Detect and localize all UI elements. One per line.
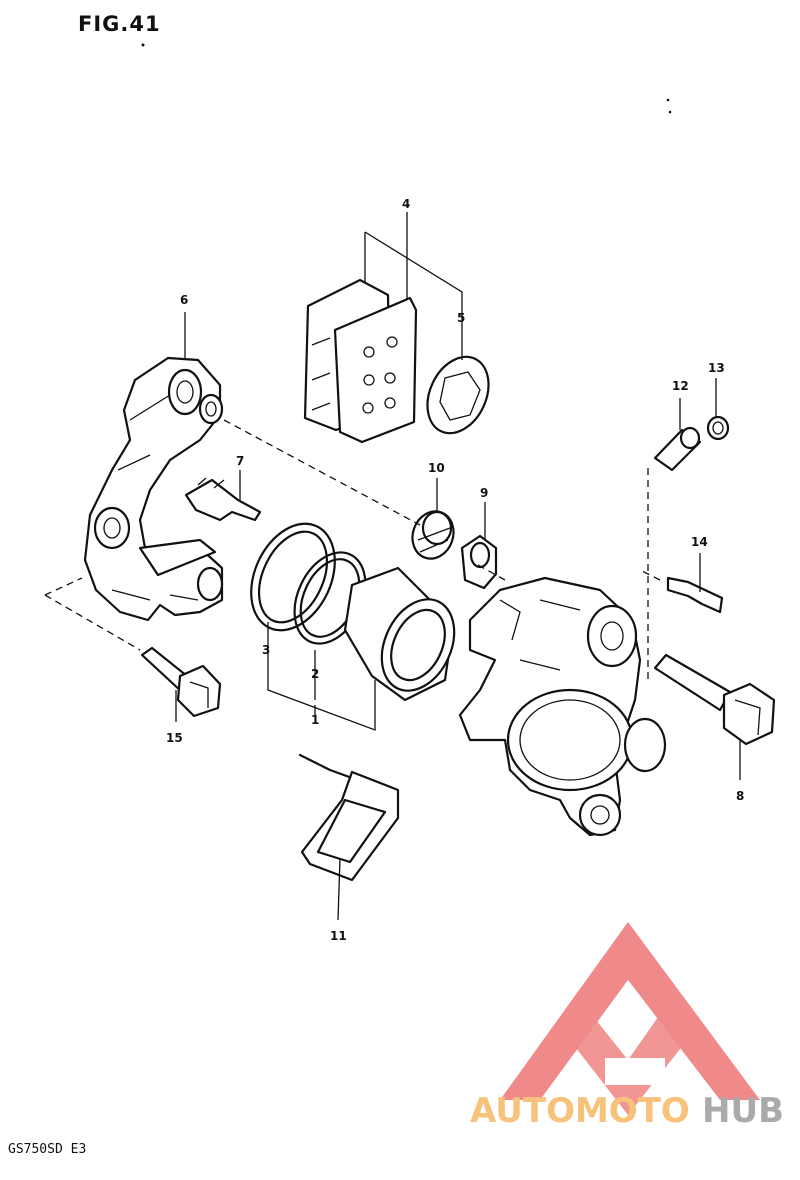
part-label-4: 4 xyxy=(402,197,410,211)
leader-lines xyxy=(44,212,741,921)
figure-title: FIG.41 xyxy=(78,12,161,36)
bleeder-cap-part xyxy=(706,415,730,441)
part-label-14: 14 xyxy=(691,535,708,549)
bleeder-valve-part xyxy=(653,426,702,472)
automotohub-watermark-logo: AUTOMOTO HUB xyxy=(470,922,784,1131)
part-label-10: 10 xyxy=(428,461,445,475)
part-label-8: 8 xyxy=(736,789,744,803)
part-label-11: 11 xyxy=(330,929,347,943)
pad-shim-part xyxy=(426,355,490,435)
svg-text:AUTOMOTO: AUTOMOTO xyxy=(470,1091,690,1131)
part-label-6: 6 xyxy=(180,293,188,307)
part-label-13: 13 xyxy=(708,361,725,375)
boot-part xyxy=(460,534,498,590)
part-labels: 4 5 6 7 10 9 12 13 14 3 2 1 15 8 11 xyxy=(166,197,744,943)
piston-seal-part xyxy=(250,522,336,632)
holder-bolt-part xyxy=(140,646,222,718)
piston-part xyxy=(343,566,456,702)
retainer-clip-part xyxy=(666,576,724,614)
part-label-5: 5 xyxy=(457,311,465,325)
part-label-9: 9 xyxy=(480,486,488,500)
model-code: GS750SD E3 xyxy=(8,1142,87,1157)
brake-pads-part xyxy=(303,278,418,444)
svg-text:HUB: HUB xyxy=(702,1091,784,1131)
caliper-holder-part xyxy=(83,356,224,622)
part-label-3: 3 xyxy=(262,643,270,657)
caliper-body-part xyxy=(458,576,667,837)
part-label-7: 7 xyxy=(236,454,244,468)
pad-retainer-part xyxy=(298,753,400,882)
pad-spring-part xyxy=(184,477,262,522)
pin-bolt-part xyxy=(653,653,776,746)
part-label-15: 15 xyxy=(166,731,183,745)
part-label-12: 12 xyxy=(672,379,689,393)
part-label-1: 1 xyxy=(311,713,319,727)
part-label-2: 2 xyxy=(311,667,319,681)
rubber-boot-part xyxy=(411,510,455,560)
